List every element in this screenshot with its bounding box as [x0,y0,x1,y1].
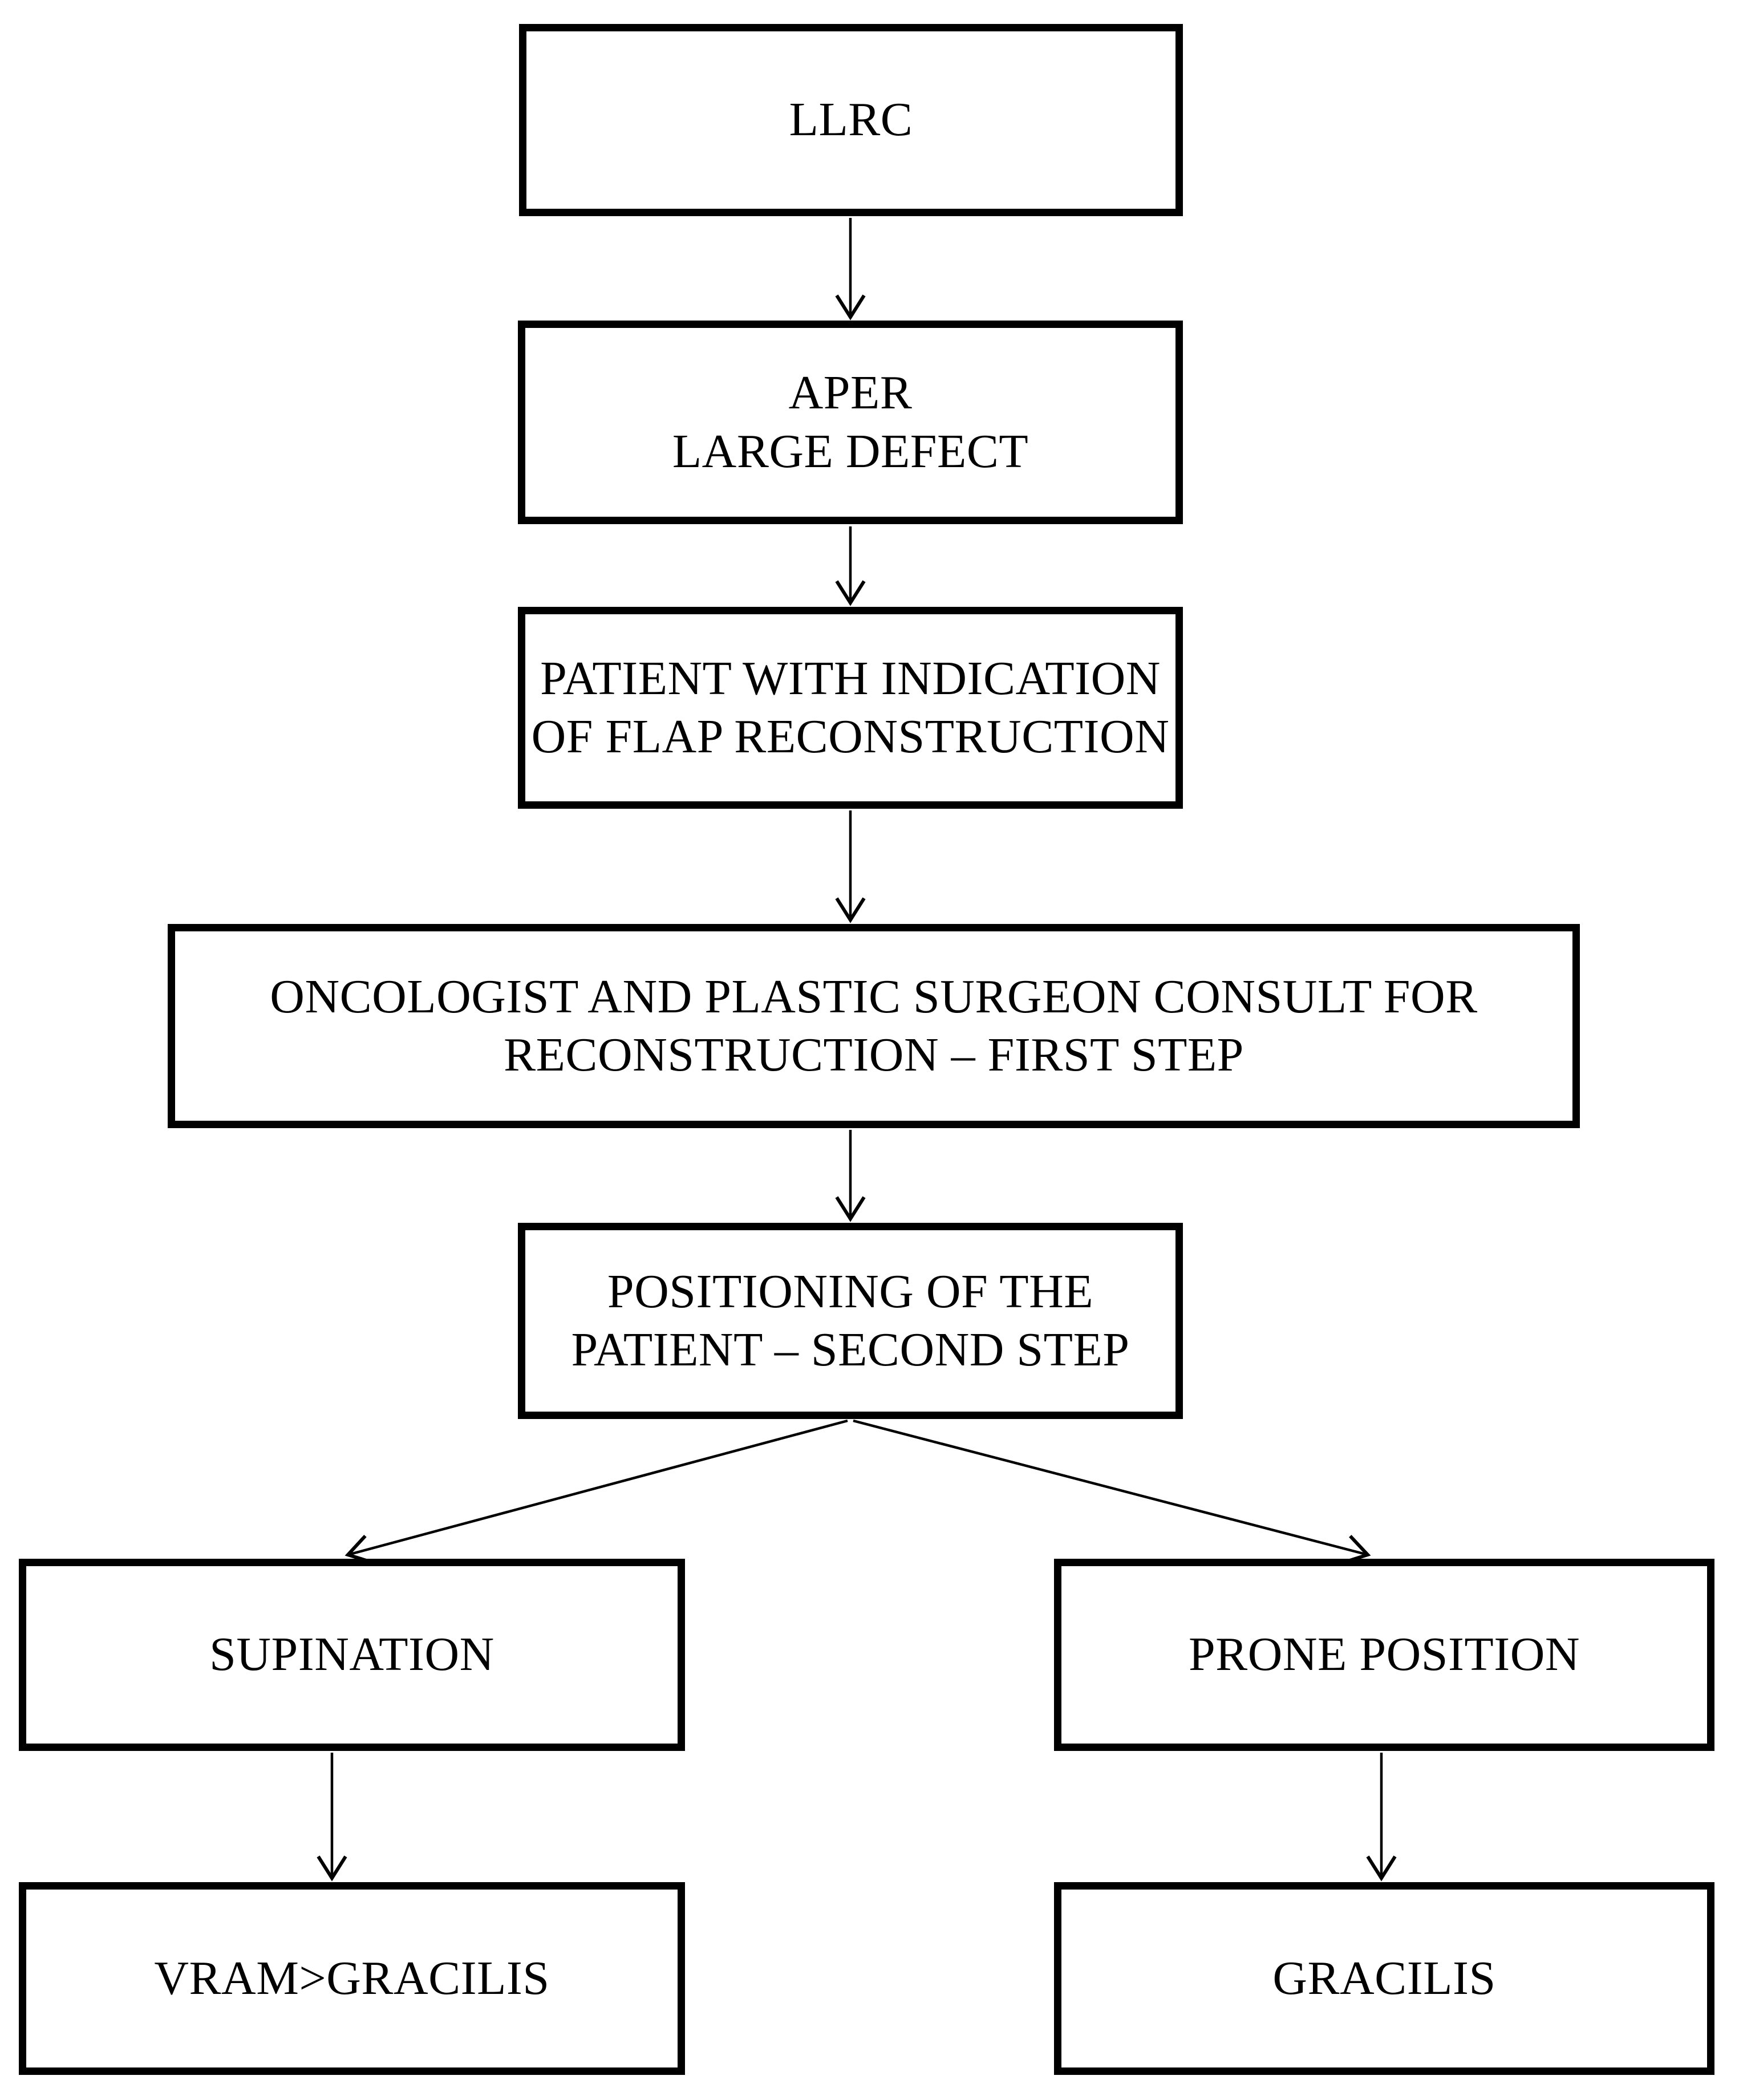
node-gracilis-label: GRACILIS [1272,1951,1496,2005]
node-positioning-of-patient: POSITIONING OF THE PATIENT – SECOND STEP [518,1223,1183,1419]
node-oncologist-plastic-surgeon-consult-label: ONCOLOGIST AND PLASTIC SURGEON CONSULT F… [270,970,1478,1081]
node-aper-large-defect-label: APER LARGE DEFECT [672,366,1029,478]
node-patient-with-indication-label: PATIENT WITH INDICATION OF FLAP RECONSTR… [531,651,1170,763]
node-patient-with-indication: PATIENT WITH INDICATION OF FLAP RECONSTR… [518,607,1183,809]
node-vram-gracilis: VRAM>GRACILIS [19,1882,685,2075]
node-llrc-label: LLRC [789,93,913,147]
arrow-positioning-to-prone [853,1419,1371,1564]
node-prone-position: PRONE POSITION [1054,1559,1714,1751]
node-supination: SUPINATION [19,1559,685,1751]
arrow-positioning-to-supination [344,1419,848,1564]
node-supination-label: SUPINATION [209,1628,494,1681]
node-aper-large-defect: APER LARGE DEFECT [518,321,1183,524]
node-vram-gracilis-label: VRAM>GRACILIS [154,1951,550,2005]
node-llrc: LLRC [519,24,1183,216]
node-positioning-of-patient-label: POSITIONING OF THE PATIENT – SECOND STEP [571,1264,1130,1376]
node-oncologist-plastic-surgeon-consult: ONCOLOGIST AND PLASTIC SURGEON CONSULT F… [168,924,1580,1128]
node-prone-position-label: PRONE POSITION [1188,1628,1580,1681]
node-gracilis: GRACILIS [1054,1882,1714,2075]
